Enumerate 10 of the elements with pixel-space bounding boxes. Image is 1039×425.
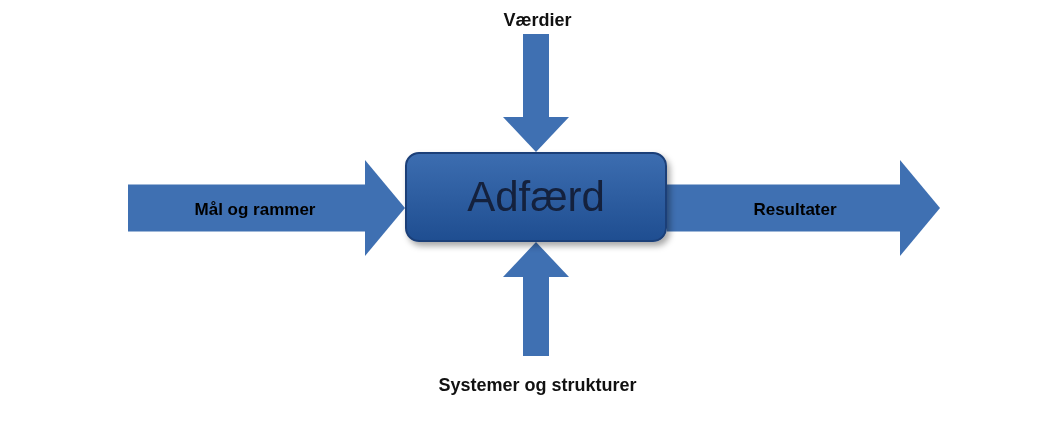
block-arrow bbox=[128, 160, 405, 256]
process-box bbox=[405, 152, 667, 242]
block-arrow bbox=[503, 34, 569, 152]
block-arrow bbox=[503, 242, 569, 356]
edge-label: Mål og rammer bbox=[194, 200, 316, 220]
block-arrow bbox=[667, 160, 940, 256]
node-label: Systemer og strukturer bbox=[438, 373, 637, 397]
edge-label: Resultater bbox=[753, 200, 837, 220]
node-label: Værdier bbox=[503, 8, 572, 32]
box-label: Adfærd bbox=[467, 173, 605, 221]
